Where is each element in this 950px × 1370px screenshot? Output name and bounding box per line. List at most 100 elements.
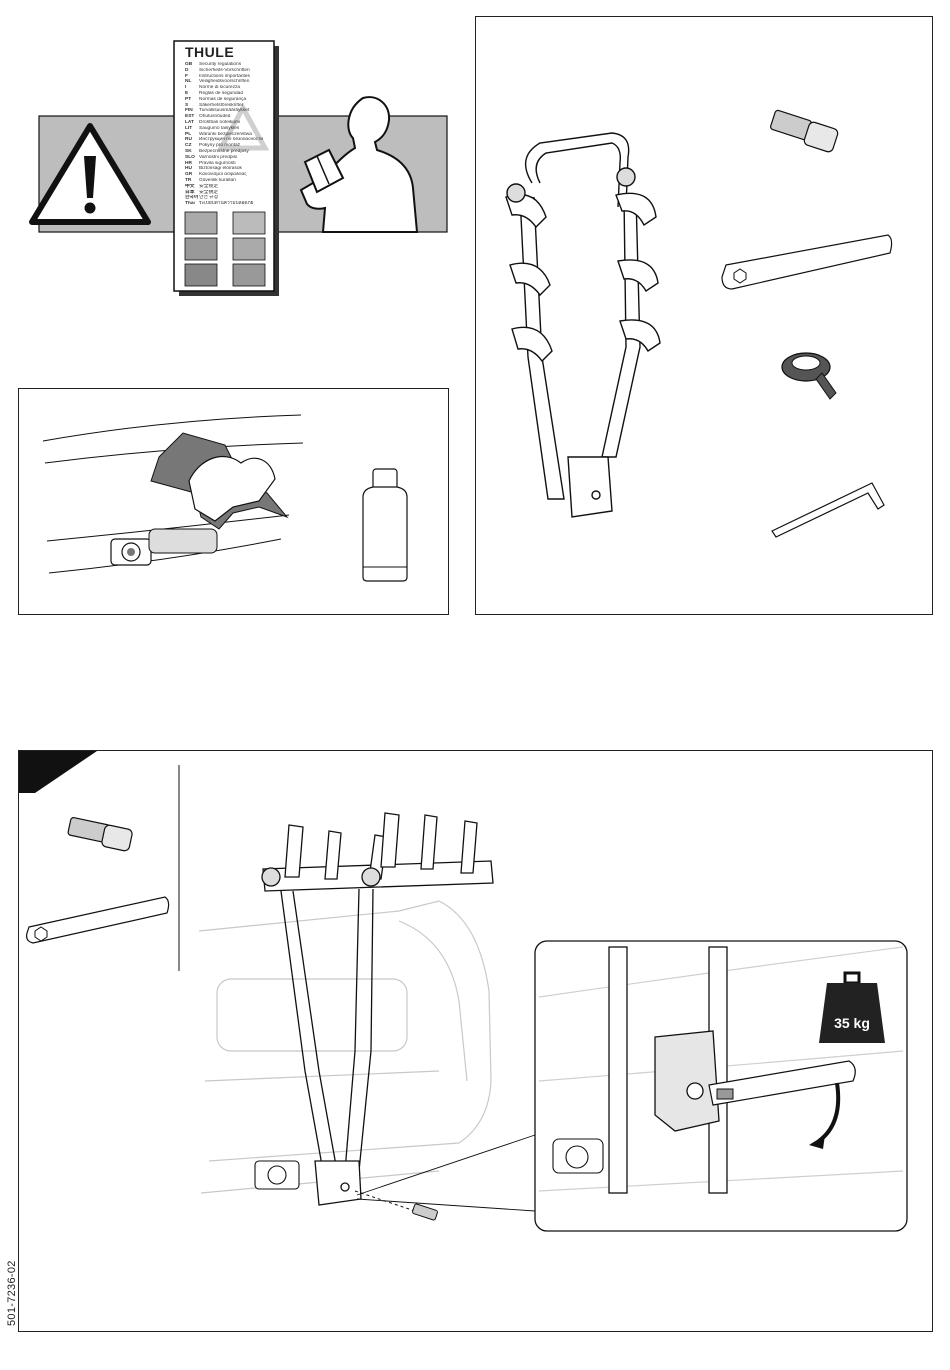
rotate-arrow-icon xyxy=(809,1082,841,1149)
language-title: 安全規定 xyxy=(199,189,219,195)
sidebar-wrench-icon xyxy=(26,896,170,944)
booklet-language-row: HR Pravila sigurnosti xyxy=(185,161,277,167)
insert-bolt-icon xyxy=(412,1203,438,1221)
hand-with-cloth-icon xyxy=(150,432,289,530)
booklet-language-row: FIN Turvallisuusmääräykset xyxy=(185,108,277,114)
parts-panel xyxy=(475,16,933,615)
language-title: Pokyny pro montáž xyxy=(199,143,241,149)
booklet-language-row: TR Güvenlik kuralları xyxy=(185,178,277,184)
towbar-socket-icon xyxy=(254,1160,300,1190)
language-title: Turvallisuusmääräykset xyxy=(199,108,250,114)
language-code: F xyxy=(185,73,188,79)
language-title: Instructions importantes xyxy=(199,73,250,79)
cleaning-illustration xyxy=(42,414,408,582)
step-panel: 35 kg xyxy=(18,750,933,1332)
language-title: Ohutusnõuded xyxy=(199,114,231,120)
language-code: SK xyxy=(185,148,192,154)
language-code: S xyxy=(185,102,189,108)
language-code: NL xyxy=(185,79,192,85)
language-title: Varnostni predpisi xyxy=(199,154,238,160)
car-rear-outline xyxy=(198,900,492,1194)
language-title: 안전 규정 xyxy=(199,195,218,201)
language-code: HU xyxy=(185,166,192,172)
booklet-language-row: EST Ohutusnõuded xyxy=(185,114,277,120)
booklet-brand-logo: THULE xyxy=(185,44,235,60)
towbar-socket-icon xyxy=(110,528,218,566)
language-code: RU xyxy=(185,137,192,143)
language-title: Saugumo taisyklės xyxy=(199,125,240,131)
language-title: Norme di sicurezza xyxy=(199,85,241,91)
language-title: Veiligheidsvoorschriften xyxy=(199,79,250,85)
booklet-language-row: LIT Saugumo taisyklės xyxy=(185,126,277,132)
language-code: I xyxy=(185,85,187,91)
wrench-icon xyxy=(721,234,893,290)
adapter-bolt-icon xyxy=(770,109,839,153)
cleaner-bottle-icon xyxy=(362,468,408,582)
booklet-language-row: PL Warunki bezpieczeństwa xyxy=(185,132,277,138)
language-title: Normas de segurança xyxy=(199,96,247,102)
allen-key-icon xyxy=(771,482,885,538)
booklet-language-row: HU Biztonsági előírások xyxy=(185,166,277,172)
booklet-language-row: 中文安全规定 xyxy=(185,184,277,190)
detail-socket-icon xyxy=(552,1138,604,1174)
language-code: FIN xyxy=(185,108,193,114)
language-code: PL xyxy=(185,131,192,137)
language-code: TR xyxy=(185,177,192,183)
language-title: Warunki bezpieczeństwa xyxy=(199,131,252,137)
language-code: Thai xyxy=(185,201,195,207)
booklet-language-row: S Säkerhetsföreskrifter xyxy=(185,103,277,109)
strap-roll-icon xyxy=(781,352,837,400)
language-code: GR xyxy=(185,172,193,178)
booklet-language-row: E Reglas de seguridad xyxy=(185,91,277,97)
language-code: SLO xyxy=(185,154,195,160)
booklet-language-row: D Sicherheits-Vorschriften xyxy=(185,68,277,74)
language-code: 中文 xyxy=(185,183,195,189)
language-title: 安全规定 xyxy=(199,183,219,189)
booklet-language-row: NL Veiligheidsvoorschriften xyxy=(185,79,277,85)
detail-wrench-icon xyxy=(708,1060,856,1106)
language-title: Biztonsági előírások xyxy=(199,166,242,172)
weight-label: 35 kg xyxy=(834,1015,870,1031)
language-title: Bezpečnostné predpisy xyxy=(199,148,249,154)
language-code: 日本 xyxy=(185,189,195,195)
language-code: LAT xyxy=(185,119,194,125)
booklet-language-row: Thai ระเบียบด้านความปลอดภัย xyxy=(185,201,277,207)
booklet-language-row: SLO Varnostni predpisi xyxy=(185,155,277,161)
language-title: Pravila sigurnosti xyxy=(199,160,236,166)
language-code: 한국어 xyxy=(185,195,199,201)
language-code: D xyxy=(185,67,189,73)
sidebar-adapter-bolt-icon xyxy=(67,816,133,852)
language-title: Drošības noteikumi xyxy=(199,119,241,125)
booklet-graphic xyxy=(173,40,279,296)
language-title: Reglas de seguridad xyxy=(199,90,244,96)
mounted-carrier-icon xyxy=(261,812,494,1206)
booklet-language-row: I Norme di sicurezza xyxy=(185,85,277,91)
language-code: E xyxy=(185,90,189,96)
booklet-language-row: CZ Pokyny pro montáž xyxy=(185,143,277,149)
cleaning-panel xyxy=(18,388,449,615)
language-title: ระเบียบด้านความปลอดภัย xyxy=(199,201,254,207)
language-title: Sicherheits-Vorschriften xyxy=(199,67,250,73)
document-code: 501-7236-02 xyxy=(6,1260,18,1326)
warning-triangle-icon xyxy=(29,123,151,225)
booklet-language-row: LAT Drošības noteikumi xyxy=(185,120,277,126)
booklet-language-row: SK Bezpečnostné predpisy xyxy=(185,149,277,155)
language-title: Güvenlik kuralları xyxy=(199,177,237,183)
language-title: Security regulations xyxy=(199,62,242,67)
language-title: Säkerhetsföreskrifter xyxy=(199,102,244,108)
step-illustration xyxy=(19,751,908,1232)
language-code: HR xyxy=(185,160,192,166)
weight-icon xyxy=(819,971,885,1043)
booklet-language-row: F Instructions importantes xyxy=(185,74,277,80)
language-code: LIT xyxy=(185,125,193,131)
language-code: CZ xyxy=(185,143,192,149)
language-code: EST xyxy=(185,114,195,120)
booklet-language-row: 日本安全規定 xyxy=(185,190,277,196)
detail-bracket-icon xyxy=(608,946,728,1194)
